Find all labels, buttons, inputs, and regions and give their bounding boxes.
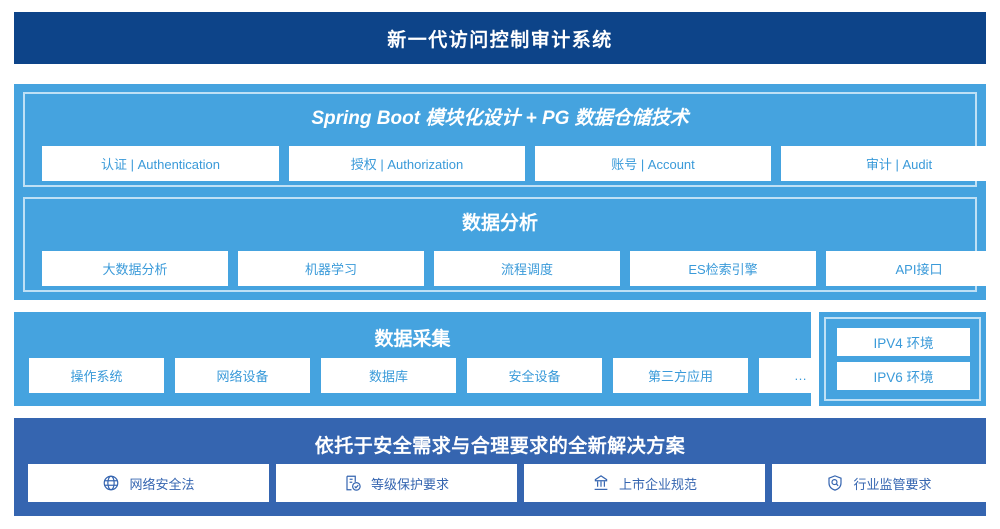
- collection-section-title: 数据采集: [374, 329, 451, 350]
- platform-item-authorization-label: 授权 | Authorization: [350, 157, 464, 172]
- compliance-section-title: 依托于安全需求与合理要求的全新解决方案: [314, 436, 686, 457]
- analysis-item-bigdata-label: 大数据分析: [102, 262, 168, 277]
- compliance-section: 依托于安全需求与合理要求的全新解决方案 网络安全法: [14, 418, 986, 516]
- bank-icon: [592, 474, 610, 492]
- environment-item-ipv6-label: IPV6 环境: [873, 370, 934, 385]
- analysis-item-api-label: API接口: [895, 262, 943, 277]
- collection-item-third-party-app-label: 第三方应用: [647, 369, 713, 384]
- collection-item-network-device-label: 网络设备: [216, 369, 269, 384]
- collection-item-third-party-app[interactable]: 第三方应用: [613, 358, 748, 393]
- compliance-item-cybersecurity-law-label: 网络安全法: [129, 476, 195, 492]
- page-title: 新一代访问控制审计系统: [387, 29, 613, 51]
- platform-group-data-analysis-title: 数据分析: [461, 213, 538, 234]
- platform-item-authorization[interactable]: 授权 | Authorization: [289, 146, 525, 181]
- platform-group-data-analysis: 数据分析 大数据分析 机器学习 流程调度 ES检索引擎 API接口: [23, 197, 1000, 292]
- page-header: 新一代访问控制审计系统: [14, 12, 986, 64]
- environment-group: IPV4 环境 IPV6 环境: [824, 317, 981, 401]
- platform-group-springboot: Spring Boot 模块化设计 + PG 数据仓储技术 认证 | Authe…: [23, 92, 1000, 187]
- analysis-item-bigdata[interactable]: 大数据分析: [42, 251, 228, 286]
- analysis-item-scheduling-label: 流程调度: [500, 262, 553, 277]
- platform-item-audit[interactable]: 审计 | Audit: [781, 146, 1000, 181]
- platform-item-audit-label: 审计 | Audit: [865, 157, 933, 172]
- compliance-item-classified-protection[interactable]: 等级保护要求: [276, 464, 517, 502]
- environment-item-ipv6[interactable]: IPV6 环境: [837, 362, 970, 390]
- compliance-item-classified-protection-label: 等级保护要求: [370, 476, 449, 492]
- collection-item-database[interactable]: 数据库: [321, 358, 456, 393]
- analysis-item-ml-label: 机器学习: [304, 262, 357, 277]
- platform-item-authentication-label: 认证 | Authentication: [101, 157, 220, 172]
- analysis-item-ml[interactable]: 机器学习: [238, 251, 424, 286]
- collection-item-security-device[interactable]: 安全设备: [467, 358, 602, 393]
- analysis-item-scheduling[interactable]: 流程调度: [434, 251, 620, 286]
- environment-item-ipv4-label: IPV4 环境: [873, 336, 934, 351]
- compliance-item-industry-supervision[interactable]: 行业监管要求: [772, 464, 986, 502]
- collection-item-os[interactable]: 操作系统: [29, 358, 164, 393]
- globe-icon: [102, 474, 120, 492]
- platform-item-account-label: 账号 | Account: [611, 157, 695, 172]
- platform-item-account[interactable]: 账号 | Account: [535, 146, 771, 181]
- platform-section: Spring Boot 模块化设计 + PG 数据仓储技术 认证 | Authe…: [14, 84, 1000, 300]
- shield-search-icon: [826, 474, 844, 492]
- platform-group-springboot-title: Spring Boot 模块化设计 + PG 数据仓储技术: [311, 108, 689, 129]
- compliance-item-listed-company-standard-label: 上市企业规范: [618, 476, 697, 492]
- collection-section: 数据采集 操作系统 网络设备 数据库 安全设备 第三方应用 …: [14, 312, 842, 406]
- analysis-item-es-label: ES检索引擎: [688, 262, 758, 277]
- collection-item-database-label: 数据库: [368, 369, 408, 384]
- collection-item-os-label: 操作系统: [70, 369, 123, 384]
- document-check-icon: [344, 474, 362, 492]
- compliance-item-cybersecurity-law[interactable]: 网络安全法: [28, 464, 269, 502]
- environment-section: IPV4 环境 IPV6 环境: [819, 312, 986, 406]
- compliance-item-listed-company-standard[interactable]: 上市企业规范: [524, 464, 765, 502]
- analysis-item-api[interactable]: API接口: [826, 251, 1000, 286]
- collection-item-security-device-label: 安全设备: [508, 369, 561, 384]
- compliance-item-industry-supervision-label: 行业监管要求: [853, 476, 932, 492]
- platform-item-authentication[interactable]: 认证 | Authentication: [42, 146, 279, 181]
- collection-item-network-device[interactable]: 网络设备: [175, 358, 310, 393]
- analysis-item-es[interactable]: ES检索引擎: [630, 251, 816, 286]
- environment-item-ipv4[interactable]: IPV4 环境: [837, 328, 970, 356]
- collection-item-more-label: …: [794, 368, 807, 383]
